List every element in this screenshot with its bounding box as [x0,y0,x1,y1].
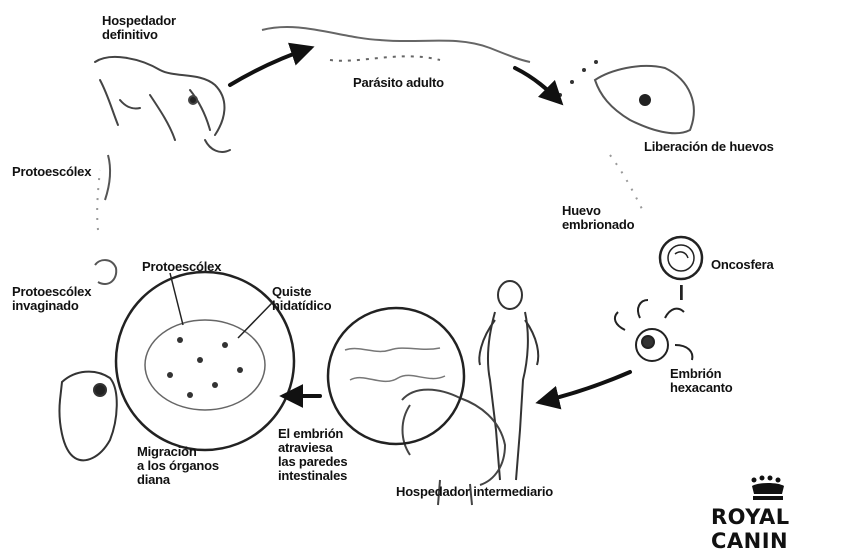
hexacanth-embryo-sketch [615,300,692,361]
label-migracion: Migración a los órganos diana [137,445,219,487]
label-protoescolex-left: Protoescólex [12,165,91,179]
label-embrion-hexacanto: Embrión hexacanto [670,367,733,395]
dog-sketch [95,57,230,152]
oncosphere-sketch [660,237,702,300]
label-huevo-embrionado: Huevo embrionado [562,204,634,232]
proglottid-sketch [558,60,694,133]
label-embrion-atraviesa: El embrión atraviesa las paredes intesti… [278,427,347,483]
label-protoescolex-inner: Protoescólex [142,260,221,274]
label-protoescolex-invaginado: Protoescólex invaginado [12,285,91,313]
label-liberacion-huevos: Liberación de huevos [644,140,774,154]
label-hospedador-intermediario: Hospedador intermediario [396,485,553,499]
organ-sketch [60,372,117,461]
label-quiste-hidatidico: Quiste hidatídico [272,285,331,313]
label-oncosfera: Oncosfera [711,258,774,272]
label-parasito-adulto: Parásito adulto [353,76,444,90]
adult-parasite-sketch [262,27,530,62]
hydatid-cyst-circle [116,272,294,450]
crown-icon [748,474,788,504]
human-sketch [479,281,538,480]
intestine-circle [328,308,464,444]
brand-logo: ROYAL CANIN [711,505,863,553]
label-hospedador-definitivo: Hospedador definitivo [102,14,176,42]
